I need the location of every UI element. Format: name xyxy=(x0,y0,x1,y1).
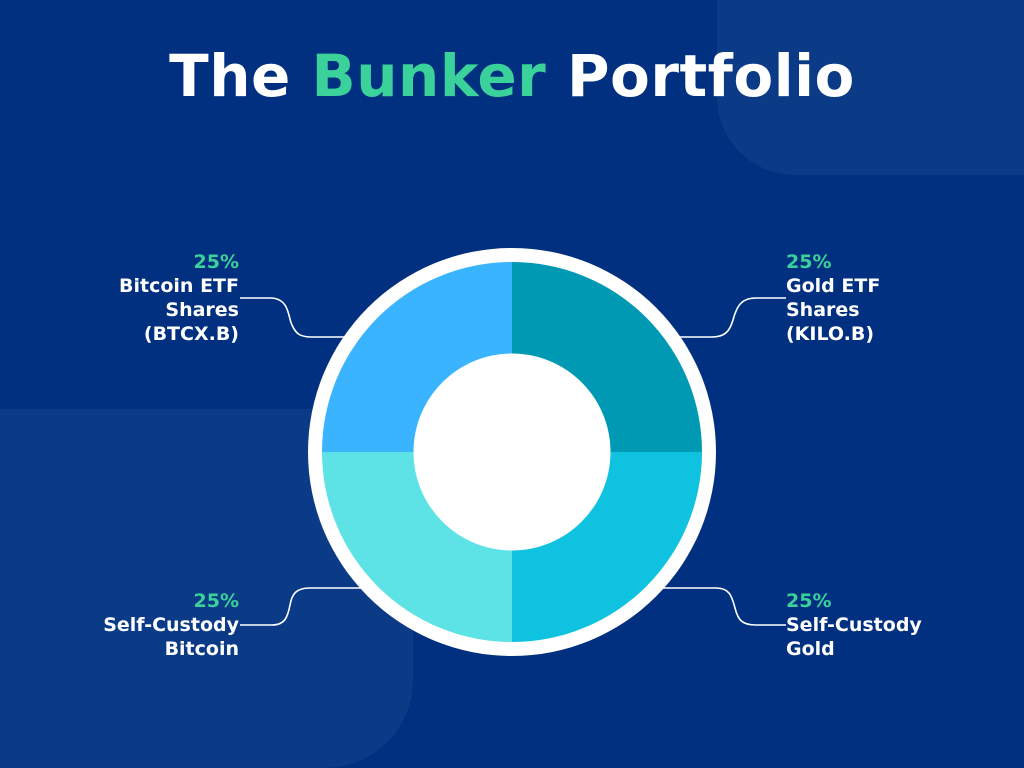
label-self-custody-gold: 25% Self-Custody Gold xyxy=(786,589,922,661)
label-line: (KILO.B) xyxy=(786,323,875,345)
label-gold-etf: 25% Gold ETF Shares (KILO.B) xyxy=(786,250,880,346)
label-percent: 25% xyxy=(193,590,239,612)
connector-top-right xyxy=(676,297,786,338)
title-part-1: The xyxy=(169,42,291,110)
label-percent: 25% xyxy=(786,590,832,612)
label-line: Gold xyxy=(786,638,835,660)
connector-bottom-left xyxy=(240,587,362,626)
label-percent: 25% xyxy=(193,251,239,273)
label-self-custody-bitcoin: 25% Self-Custody Bitcoin xyxy=(103,589,239,661)
label-line: Bitcoin ETF xyxy=(119,275,239,297)
label-line: Gold ETF xyxy=(786,275,881,297)
label-bitcoin-etf: 25% Bitcoin ETF Shares (BTCX.B) xyxy=(119,250,239,346)
connector-bottom-right xyxy=(662,587,786,626)
label-line: Shares xyxy=(786,299,860,321)
title-accent: Bunker xyxy=(311,42,547,110)
label-percent: 25% xyxy=(786,251,832,273)
chart-title: The Bunker Portfolio xyxy=(0,42,1024,110)
label-line: (BTCX.B) xyxy=(143,323,239,345)
donut-hole xyxy=(413,353,611,551)
label-line: Shares xyxy=(165,299,239,321)
connector-top-left xyxy=(240,297,348,338)
label-line: Self-Custody xyxy=(786,614,922,636)
background-panel-top-right xyxy=(717,0,1024,175)
label-line: Bitcoin xyxy=(164,638,239,660)
label-line: Self-Custody xyxy=(103,614,239,636)
title-part-2: Portfolio xyxy=(566,42,855,110)
